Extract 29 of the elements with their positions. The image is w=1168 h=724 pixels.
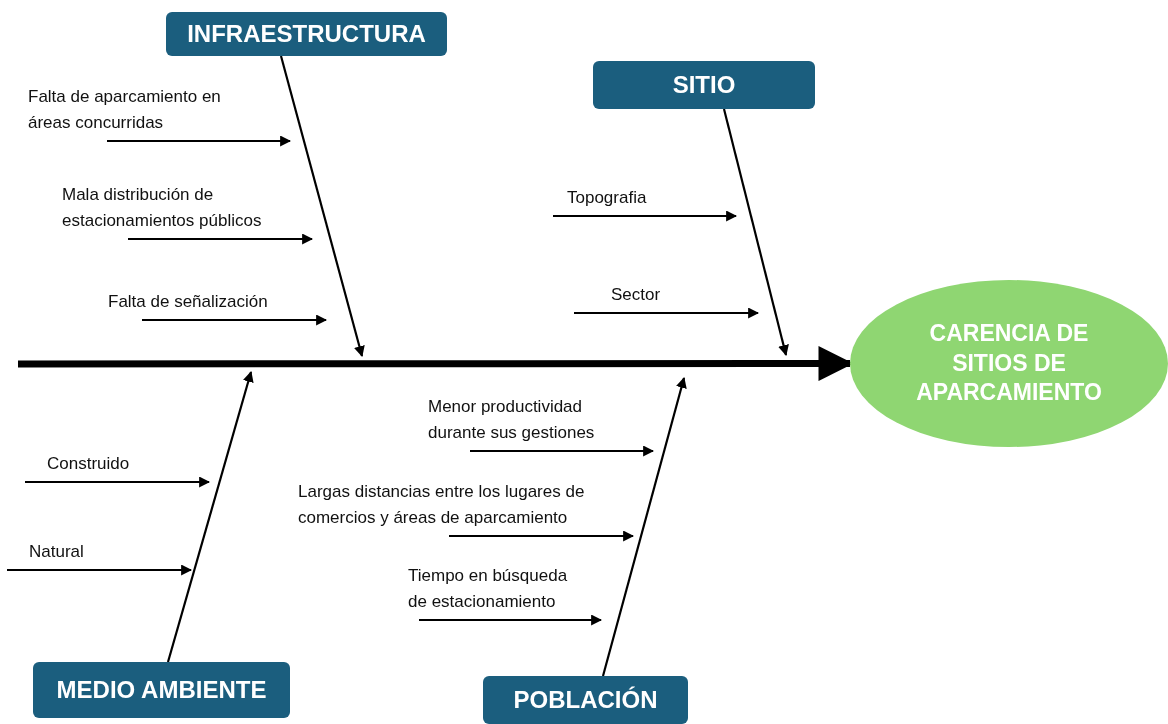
arrow — [107, 135, 292, 147]
arrow — [7, 564, 193, 576]
arrow — [601, 376, 687, 677]
cause-label: Falta de señalización — [108, 288, 328, 320]
arrow — [574, 307, 760, 319]
arrow — [470, 445, 655, 457]
category-box: MEDIO AMBIENTE — [33, 662, 290, 718]
arrow — [25, 476, 211, 488]
arrow — [722, 108, 789, 357]
cause-label: Construido — [47, 450, 167, 482]
category-box: SITIO — [593, 61, 815, 109]
cause-label: Natural — [29, 538, 129, 570]
cause-label: Topografia — [567, 184, 687, 216]
arrow — [419, 614, 603, 626]
arrow — [166, 370, 254, 663]
cause-label: Tiempo en búsqueda de estacionamiento — [408, 563, 578, 620]
arrow — [128, 233, 314, 245]
cause-label: Largas distancias entre los lugares de comercios y áreas de aparcamiento — [298, 479, 663, 536]
arrow — [142, 314, 328, 326]
cause-label: Menor productividad durante sus gestiones — [428, 394, 633, 451]
cause-label: Mala distribución de estacionamientos públicos — [62, 182, 324, 239]
arrow — [279, 55, 365, 358]
category-box: INFRAESTRUCTURA — [166, 12, 447, 56]
category-box: POBLACIÓN — [483, 676, 688, 724]
arrow — [553, 210, 738, 222]
cause-label: Sector — [611, 281, 711, 313]
effect-ellipse: CARENCIA DE SITIOS DE APARCAMIENTO — [850, 280, 1168, 447]
cause-label: Falta de aparcamiento en áreas concurridas — [28, 84, 260, 141]
arrow — [449, 530, 635, 542]
